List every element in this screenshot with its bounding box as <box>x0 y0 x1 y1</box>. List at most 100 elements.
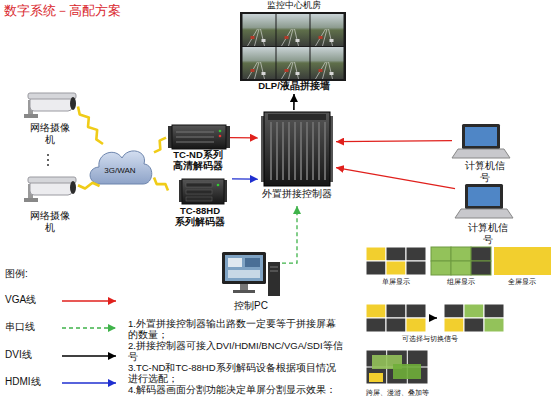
computer-node: 计算机信号 <box>455 182 521 248</box>
ellipsis-dots <box>47 154 49 166</box>
screen-grid <box>431 261 451 275</box>
node-label: 控制PC <box>220 300 282 312</box>
ellipsis-dots <box>47 154 49 156</box>
laptop-icon <box>455 184 513 218</box>
camera-node: 网络摄像机 <box>22 172 78 238</box>
screen-grid <box>451 247 471 261</box>
screen-grid <box>471 261 491 275</box>
splicing-controller <box>300 122 302 180</box>
note-text: 4.解码器画面分割功能决定单屏分割显示效果： <box>128 384 344 395</box>
splicing-controller <box>306 122 308 180</box>
screen-grid <box>464 304 484 318</box>
screen-caption: 跨屏、漫游、叠加等 <box>357 389 437 397</box>
decoder-device <box>219 130 222 133</box>
decoder-device <box>176 142 214 143</box>
decoder-node: TC-88HD 系列解码器 <box>168 176 232 234</box>
screen-grid <box>366 304 386 318</box>
decoder-device <box>226 126 230 148</box>
screen-grid <box>393 364 421 379</box>
screen-grid <box>484 318 504 332</box>
screen-grid <box>366 304 426 332</box>
controller-node: 外置拼接控制器 <box>258 110 336 206</box>
node-label: 监控中心机房 <box>236 0 352 10</box>
camera-icon <box>24 93 76 118</box>
legend-label: DVI线 <box>5 349 32 360</box>
video-wall <box>311 14 344 46</box>
laptop-icon <box>455 209 513 218</box>
laptop-icon <box>465 127 497 146</box>
splicing-controller <box>282 122 284 180</box>
camera-icon <box>24 114 38 118</box>
screen-grid <box>431 247 451 261</box>
legend-label: HDMI线 <box>5 376 41 387</box>
signal-cable <box>336 141 452 142</box>
control-pc-icon <box>222 252 280 296</box>
splicing-controller <box>261 112 333 186</box>
note-text: 1.外置拼接控制器输出路数一定要等于拼接屏幕的数量； <box>128 318 344 340</box>
legend-label: 串口线 <box>5 321 35 332</box>
node-label: 计算机信号 <box>466 222 510 245</box>
signal-cable <box>336 168 455 189</box>
splicing-controller <box>294 122 296 180</box>
control-pc-node: 控制PC <box>220 250 282 316</box>
video-wall <box>240 12 346 81</box>
screen-grid <box>444 318 464 332</box>
screen-caption: 全屏显示 <box>500 278 544 286</box>
video-wall <box>311 47 344 79</box>
screen-grid <box>494 247 551 275</box>
signal-cable <box>282 206 297 263</box>
note-text: 2.拼接控制器可接入DVI/HDMI/BNC/VGA/SDI等信号 <box>128 340 344 362</box>
splicing-controller <box>270 122 272 180</box>
splicing-controller <box>324 122 326 180</box>
screen-grid <box>451 261 471 275</box>
node-label: DLP/液晶拼接墙 <box>236 81 352 92</box>
signal-cable <box>293 94 295 110</box>
node-label: 外置拼接控制器 <box>258 189 336 200</box>
decoder-device <box>186 197 212 201</box>
video-wall <box>277 14 310 46</box>
ellipsis-dots <box>47 159 49 161</box>
screen-grid <box>431 247 491 275</box>
camera-icon <box>70 97 76 110</box>
legend-sample-line <box>62 327 116 328</box>
screen-grid <box>386 304 406 318</box>
legend-sample-line <box>62 355 116 357</box>
laptop-icon <box>465 184 503 209</box>
decoder-device <box>176 137 214 138</box>
screen-grid <box>444 304 504 332</box>
cloud-node: 3G/WAN <box>86 144 154 186</box>
node-label: TC-88HD 系列解码器 <box>174 206 226 228</box>
screen-caption: 组屏显示 <box>439 278 483 286</box>
decoder-device <box>217 184 220 187</box>
legend-label: VGA线 <box>5 294 36 305</box>
laptop-icon <box>452 149 510 158</box>
screen-grid <box>369 373 383 382</box>
decoder-node: TC-ND系列 高清解码器 <box>166 122 230 174</box>
screen-grid <box>366 247 426 275</box>
video-wall <box>240 12 346 81</box>
screen-grid <box>464 318 484 332</box>
wireless-link <box>154 178 168 191</box>
control-pc-icon <box>233 290 255 293</box>
camera-icon <box>28 93 76 99</box>
video-wall-node: 监控中心机房 DLP/液晶拼接墙 <box>236 0 352 94</box>
laptop-icon <box>452 124 510 158</box>
splicing-controller <box>271 122 325 180</box>
screen-grid <box>386 247 406 261</box>
control-pc-icon <box>270 271 278 272</box>
control-pc-icon <box>268 262 280 296</box>
switch-arrow <box>429 317 437 319</box>
legend-sample-line <box>62 301 116 383</box>
signal-cable <box>230 137 258 139</box>
screen-caption: 单屏显示 <box>374 278 418 286</box>
screen-grid <box>406 304 426 318</box>
decoder-device <box>168 125 230 149</box>
splicing-controller <box>264 112 330 186</box>
screen-grid <box>366 350 428 384</box>
node-label: 计算机信号 <box>463 160 507 183</box>
screen-grid <box>386 318 406 332</box>
wireless-link <box>78 183 100 189</box>
decoder-device <box>176 132 214 133</box>
decoder-device <box>172 125 226 149</box>
signal-cable <box>232 178 258 180</box>
